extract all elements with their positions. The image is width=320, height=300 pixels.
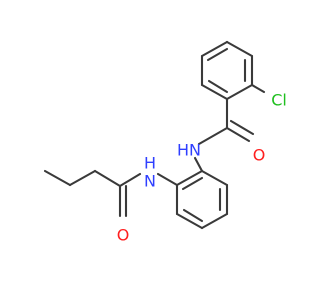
bond (175, 212, 204, 230)
amide-nitrogen-top: N (189, 141, 201, 160)
amide-nitrogen-bottom: N (144, 172, 156, 191)
aromatic-bond-inner (182, 208, 204, 223)
carbonyl-oxygen-top: O (253, 146, 266, 165)
amide-hydrogen-bottom: H (144, 154, 156, 173)
bond (197, 126, 229, 146)
aromatic-bond-inner (206, 47, 229, 62)
bond (200, 40, 229, 58)
bond (200, 83, 229, 101)
bond (68, 169, 97, 187)
carbonyl-double-bond (229, 119, 255, 136)
bond (225, 40, 254, 58)
bond (175, 169, 204, 187)
structure-svg: N H O Cl N H O (43, 40, 287, 245)
bond (193, 156, 204, 173)
lower-benzene-ring (175, 169, 229, 230)
bond (250, 83, 266, 94)
bond (156, 172, 179, 187)
aromatic-bond-inner (181, 176, 204, 191)
carbonyl-double-bond (225, 126, 251, 143)
bond (93, 169, 122, 188)
bond (200, 169, 229, 187)
bond (118, 172, 142, 188)
amide-hydrogen-top: H (177, 141, 189, 160)
carbonyl-oxygen-bottom: O (117, 226, 130, 245)
molecule-diagram: N H O Cl N H O (43, 40, 287, 245)
chlorine-label: Cl (271, 91, 287, 110)
bond (200, 212, 229, 230)
aromatic-bond-inner (207, 79, 229, 94)
bond (225, 83, 254, 101)
upper-benzene-ring (200, 40, 254, 101)
bond (43, 169, 72, 187)
